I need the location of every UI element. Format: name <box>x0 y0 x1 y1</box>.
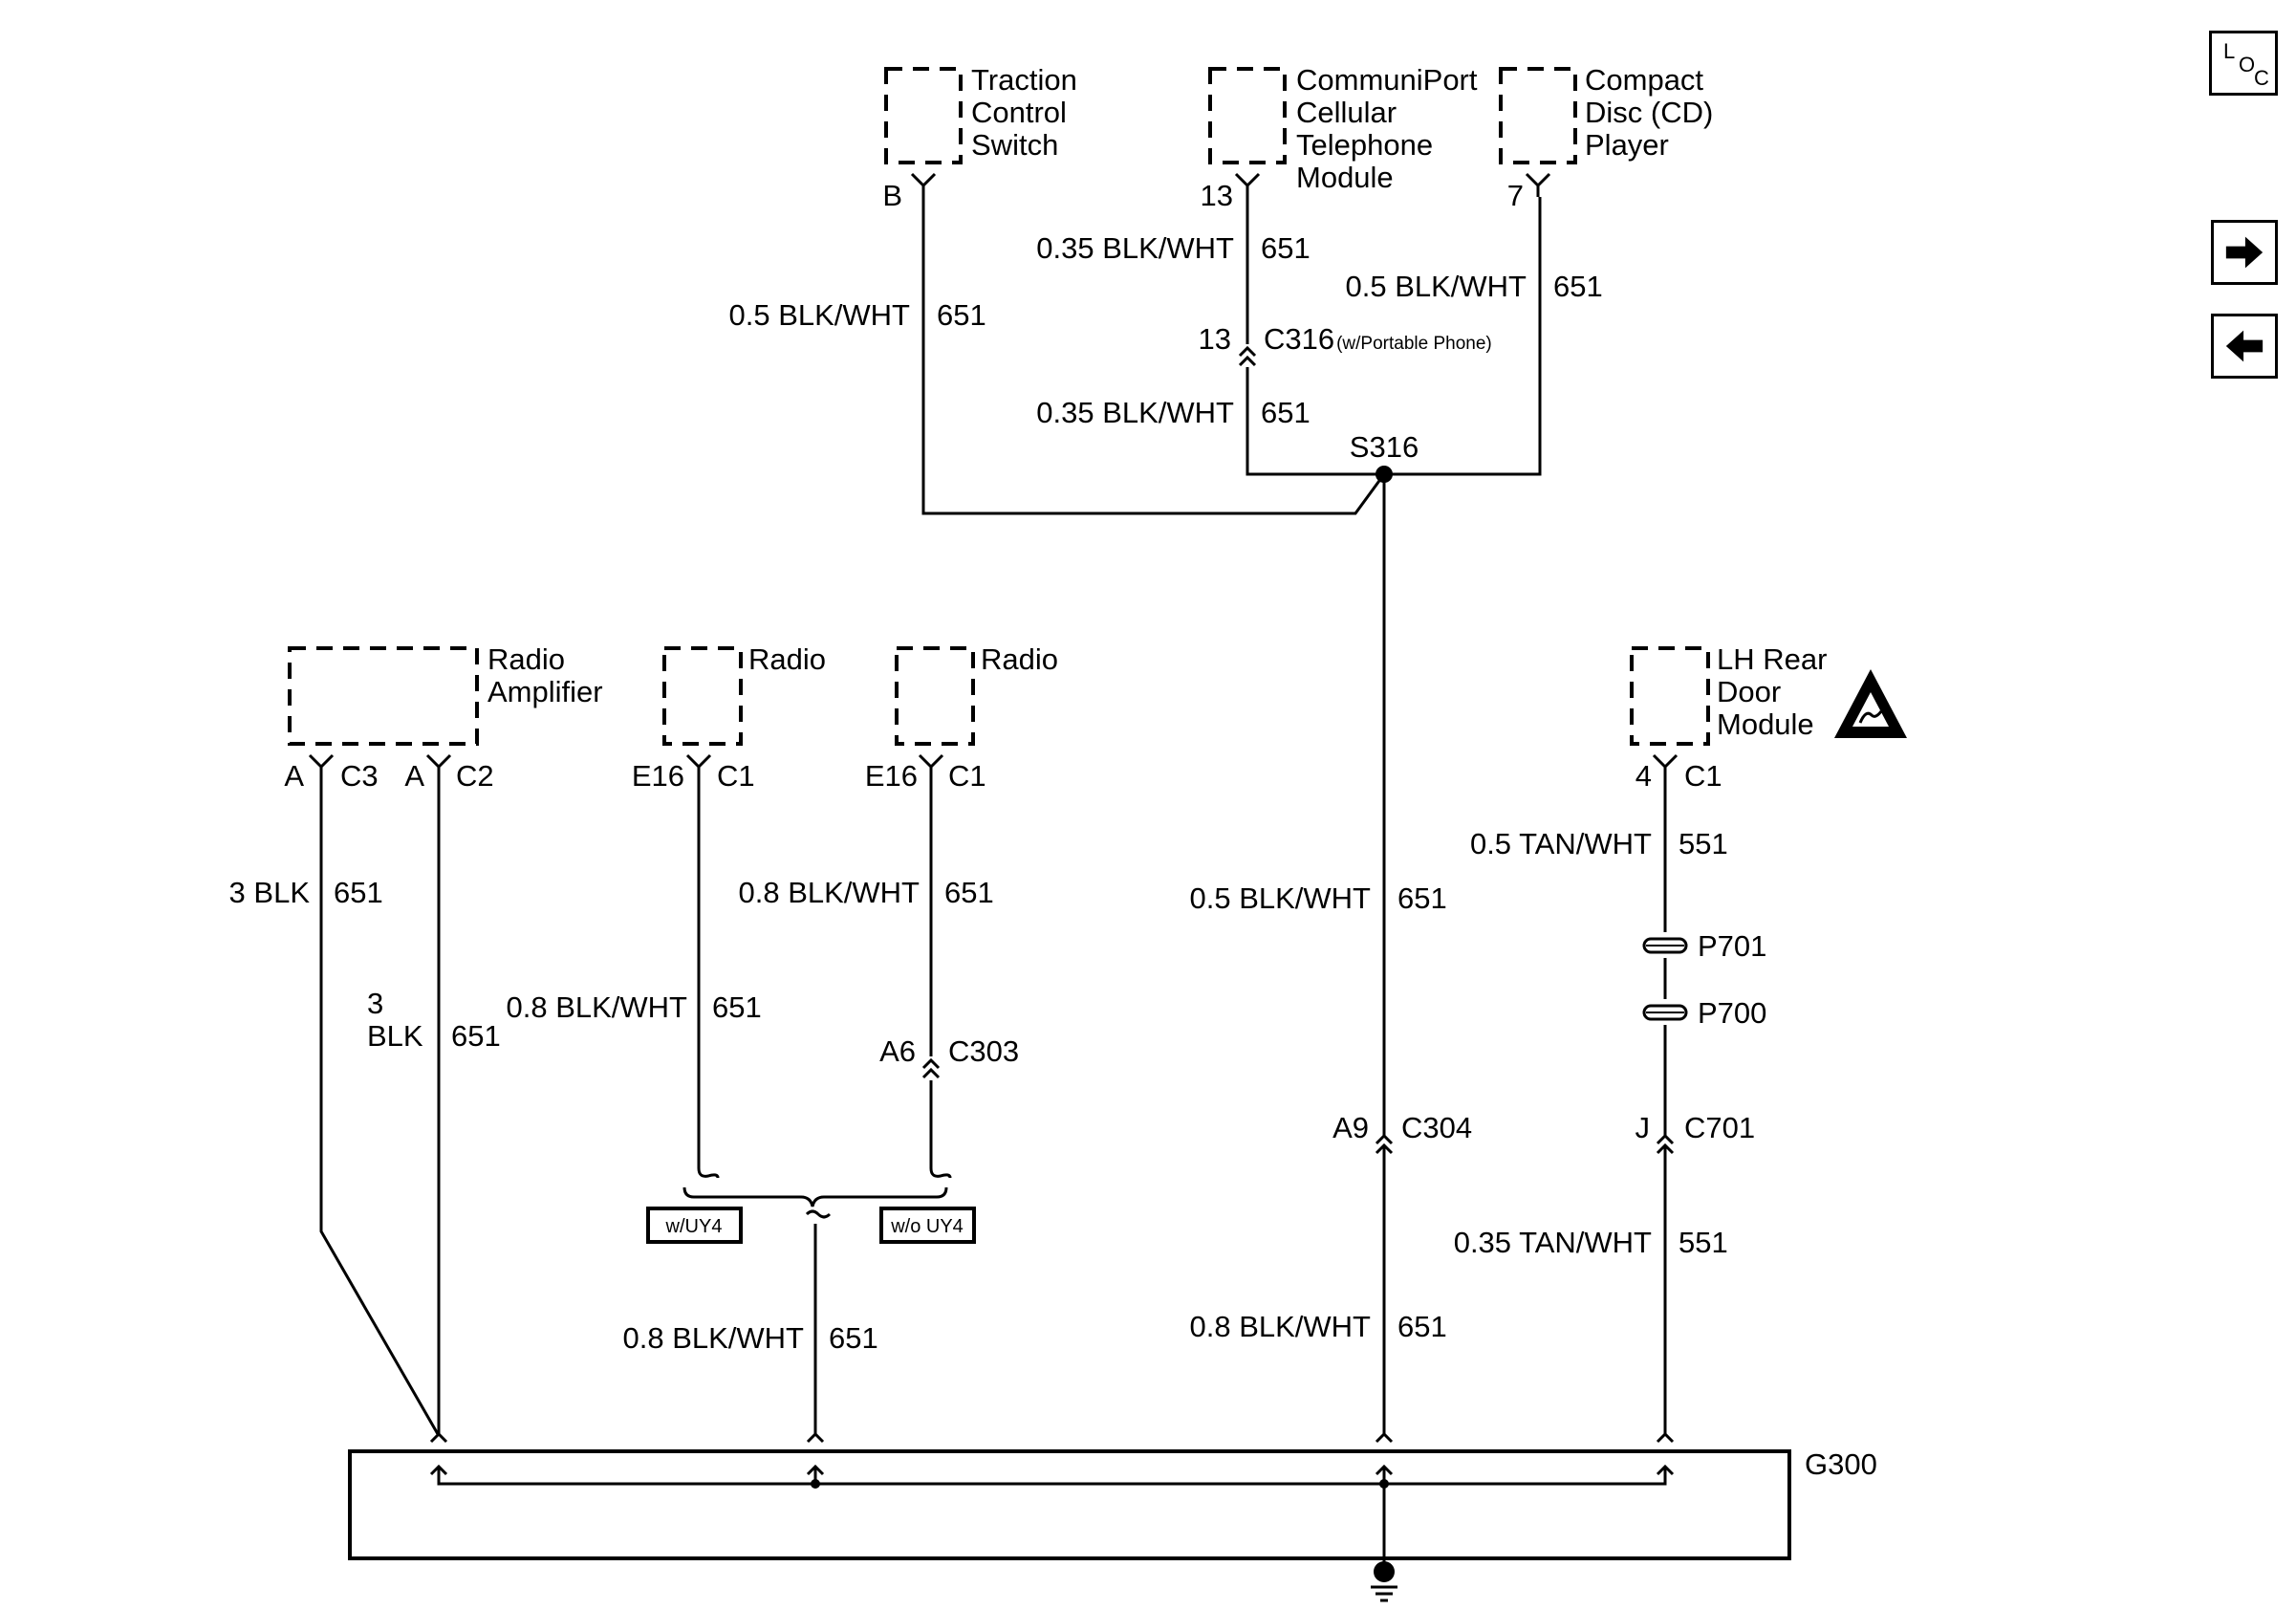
option-with-uy4-box <box>646 1207 743 1244</box>
wire-cd-circuit: 651 <box>1553 270 1603 303</box>
traction-control-switch-box <box>884 67 963 164</box>
wire-radio1-circuit: 651 <box>712 990 762 1024</box>
wire-cell-bottom-circuit: 651 <box>1261 396 1310 429</box>
radio-box-2 <box>895 646 975 746</box>
c316-pin: 13 <box>1199 322 1231 356</box>
wire-amp-c2-size: 3 <box>367 987 383 1020</box>
pin-radio2: E16 <box>865 759 918 793</box>
pin-door-conn: C1 <box>1684 759 1722 793</box>
option-with-uy4-label: w/UY4 <box>665 1216 723 1237</box>
wire-amp-c2-circuit: 651 <box>451 1019 501 1053</box>
wire-cd-color: 0.5 BLK/WHT <box>1346 270 1527 303</box>
radio-box-1 <box>662 646 743 746</box>
wire-door-top-color: 0.5 TAN/WHT <box>1470 827 1652 860</box>
communiport-module-box <box>1208 67 1287 164</box>
wire-door-bottom-circuit: 551 <box>1679 1226 1728 1259</box>
previous-page-button[interactable] <box>2211 314 2278 379</box>
pin-radio2-conn: C1 <box>948 759 986 793</box>
c701-pin: J <box>1635 1111 1651 1144</box>
wire-c304-circuit: 651 <box>1397 1310 1447 1343</box>
right-wires <box>1382 778 1667 1434</box>
radio-amplifier-label: Radio Amplifier <box>487 642 603 708</box>
wire-radio2-color: 0.8 BLK/WHT <box>739 876 921 909</box>
pin-communiport: 13 <box>1201 179 1233 212</box>
pin-door: 4 <box>1635 759 1652 793</box>
communiport-module-label: CommuniPort Cellular Telephone Module <box>1296 63 1485 194</box>
wire-amp-c3-color: 3 BLK <box>229 876 311 909</box>
radio-label-2: Radio <box>981 642 1058 676</box>
wire-amp-c3-circuit: 651 <box>334 876 383 909</box>
c303-connector <box>921 1057 941 1079</box>
splice-s316-dot <box>1375 466 1393 483</box>
wire-radio1-color: 0.8 BLK/WHT <box>507 990 688 1024</box>
pin-radio1-conn: C1 <box>717 759 755 793</box>
c303-name: C303 <box>948 1034 1019 1068</box>
pin-radio1: E16 <box>632 759 684 793</box>
wire-s316-color: 0.5 BLK/WHT <box>1190 881 1372 915</box>
ground-entry-arrows <box>429 1431 1675 1568</box>
ground-g300-box <box>348 1449 1791 1560</box>
pin-amp-a1: A <box>284 759 304 793</box>
component-locator-button[interactable]: L O C <box>2209 31 2278 96</box>
wire-radio2-circuit: 651 <box>944 876 994 909</box>
next-page-button[interactable] <box>2211 220 2278 285</box>
esd-warning-icon <box>1834 669 1907 738</box>
c303-pin: A6 <box>879 1034 916 1068</box>
p701-passthrough <box>1642 937 1688 954</box>
ground-g300-label: G300 <box>1805 1447 1877 1481</box>
pin-cd: 7 <box>1507 179 1524 212</box>
wire-amp-c2-color: BLK <box>367 1019 423 1053</box>
ground-bus-junction-1 <box>811 1479 820 1489</box>
c304-connector <box>1375 1133 1394 1155</box>
wire-traction-circuit: 651 <box>937 298 986 332</box>
wire-merged-circuit: 651 <box>829 1321 878 1355</box>
wire-cell-top-circuit: 651 <box>1261 231 1310 265</box>
wire-cell-top-color: 0.35 BLK/WHT <box>1036 231 1234 265</box>
cd-player-box <box>1499 67 1577 164</box>
c701-connector <box>1656 1133 1675 1155</box>
pin-amp-a2: A <box>404 759 424 793</box>
option-without-uy4-box <box>879 1207 976 1244</box>
lh-rear-door-module-label: LH Rear Door Module <box>1717 642 1835 741</box>
c316-name: C316(w/Portable Phone) <box>1264 322 1492 356</box>
loc-letter-l: L <box>2223 39 2236 63</box>
c304-name: C304 <box>1401 1111 1472 1144</box>
traction-control-switch-label: Traction Control Switch <box>971 63 1085 162</box>
wire-cell-bottom-color: 0.35 BLK/WHT <box>1036 396 1234 429</box>
wire-door-top-circuit: 551 <box>1679 827 1728 860</box>
loc-letter-o: O <box>2239 53 2256 76</box>
wire-merged-color: 0.8 BLK/WHT <box>623 1321 805 1355</box>
radio-amplifier-box <box>288 646 479 746</box>
wire-s316-circuit: 651 <box>1397 881 1447 915</box>
pin-traction: B <box>882 179 902 212</box>
loc-letter-c: C <box>2254 66 2269 90</box>
p701-label: P701 <box>1698 929 1766 963</box>
lh-rear-door-module-box <box>1630 646 1710 746</box>
wire-c304-color: 0.8 BLK/WHT <box>1190 1310 1372 1343</box>
p700-label: P700 <box>1698 996 1766 1030</box>
wire-traction-color: 0.5 BLK/WHT <box>729 298 911 332</box>
pin-amp-c2: C2 <box>456 759 494 793</box>
c304-pin: A9 <box>1332 1111 1369 1144</box>
p700-passthrough <box>1642 1004 1688 1021</box>
cd-player-label: Compact Disc (CD) Player <box>1585 63 1722 162</box>
upper-wires <box>921 197 1542 1136</box>
ground-symbol-icon <box>1371 1561 1397 1602</box>
c316-connector <box>1238 345 1257 367</box>
terminal-pins <box>308 172 1679 778</box>
ground-bus-junction-2 <box>1379 1479 1389 1489</box>
option-without-uy4-label: w/o UY4 <box>890 1216 964 1237</box>
pin-amp-c3: C3 <box>340 759 379 793</box>
c701-name: C701 <box>1684 1111 1755 1144</box>
arrow-right-icon <box>2225 236 2264 269</box>
wire-door-bottom-color: 0.35 TAN/WHT <box>1454 1226 1652 1259</box>
radio-label-1: Radio <box>748 642 826 676</box>
splice-s316-label: S316 <box>1350 430 1419 464</box>
lower-left-wires <box>319 778 952 1435</box>
arrow-left-icon <box>2225 330 2264 362</box>
